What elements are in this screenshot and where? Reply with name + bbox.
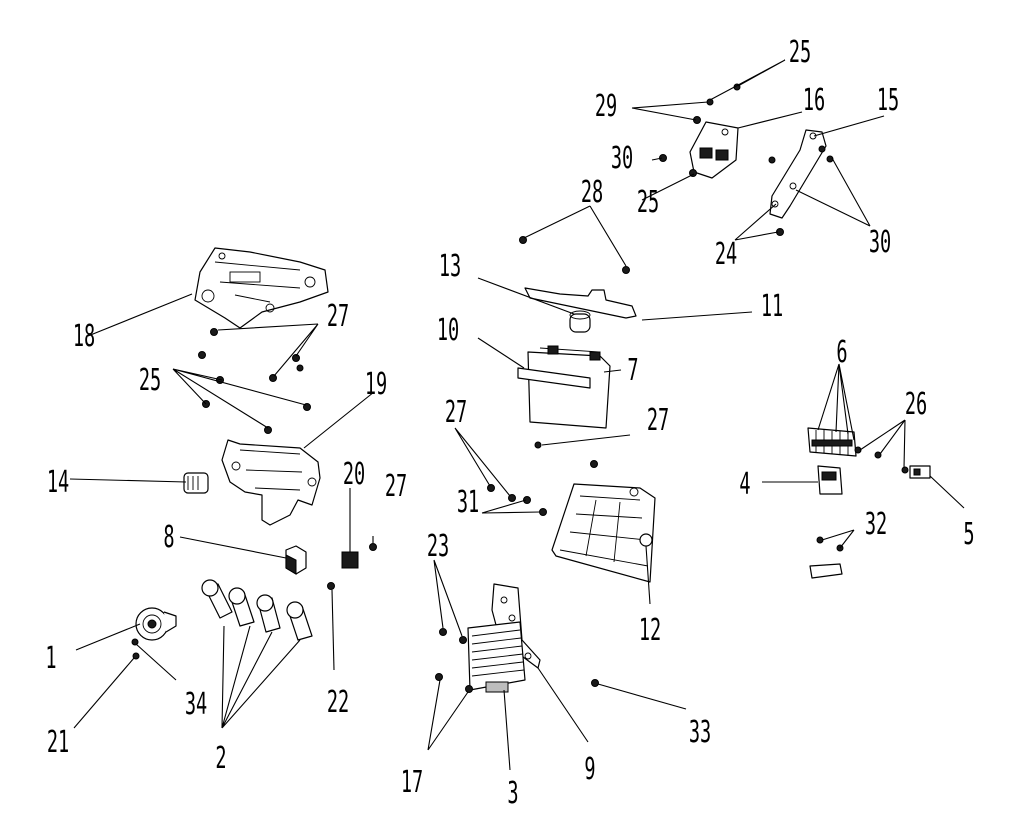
part-19-battery-tray (221, 439, 321, 526)
callout-25-middle: 25 (637, 184, 659, 219)
part-16-module (689, 121, 739, 179)
callout-10: 10 (437, 312, 459, 347)
part-26-5-bolts (854, 446, 931, 479)
callout-2: 2 (215, 740, 226, 775)
callout-24: 24 (715, 236, 737, 271)
callout-32: 32 (865, 506, 887, 541)
part-3-regulator (467, 621, 526, 693)
callout-22: 22 (327, 684, 349, 719)
callout-labels: 1 2 3 4 5 6 7 8 9 10 11 12 13 14 15 16 1… (45, 34, 974, 810)
callout-23: 23 (427, 528, 449, 563)
callout-1: 1 (45, 640, 56, 675)
callout-5: 5 (963, 516, 974, 551)
part-28-screws (519, 236, 630, 274)
callout-14: 14 (47, 464, 69, 499)
callout-8: 8 (163, 519, 174, 554)
callout-28: 28 (581, 174, 603, 209)
callout-15: 15 (877, 82, 899, 117)
part-6-fuse-block (807, 427, 857, 457)
part-11-bracket-bar (524, 287, 637, 319)
callout-33: 33 (689, 714, 711, 749)
part-1-horn (135, 607, 177, 641)
bolts-lower-middle (435, 628, 599, 693)
part-34-washer (131, 638, 139, 646)
callout-25-left: 25 (139, 362, 161, 397)
part-7-battery (527, 345, 611, 429)
callout-34: 34 (185, 686, 207, 721)
callout-20: 20 (343, 456, 365, 491)
callout-29: 29 (595, 88, 617, 123)
leader-lines (69, 59, 965, 771)
callout-30-left: 30 (611, 140, 633, 175)
callout-30-right: 30 (869, 224, 891, 259)
callout-4: 4 (739, 466, 750, 501)
part-2-ignition-coils (201, 579, 313, 641)
callout-6: 6 (836, 334, 847, 369)
callout-27-upper-left: 27 (327, 298, 349, 333)
part-12-ecu-housing (551, 483, 656, 583)
bolt-27-near-20 (369, 536, 377, 551)
part-22-nut (327, 582, 335, 590)
callout-26: 26 (905, 386, 927, 421)
part-21-nut (132, 652, 140, 660)
part-8-relay (285, 545, 307, 575)
callout-17: 17 (401, 764, 423, 799)
callout-16: 16 (803, 82, 825, 117)
callout-13: 13 (439, 248, 461, 283)
callout-27-middle: 27 (445, 394, 467, 429)
callout-27-right: 27 (647, 402, 669, 437)
callout-7: 7 (627, 352, 638, 387)
part-20-fuse (341, 551, 359, 569)
callout-12: 12 (639, 612, 661, 647)
part-18-cover-plate (194, 247, 329, 329)
callout-21: 21 (47, 724, 69, 759)
part-10-battery-strap (517, 367, 591, 389)
part-4-relay (817, 465, 843, 495)
callout-25-top: 25 (789, 34, 811, 69)
callout-9: 9 (584, 751, 595, 786)
part-15-bracket (768, 129, 834, 219)
part-13-damper (569, 310, 591, 333)
part-14-connector (183, 472, 209, 494)
callout-31: 31 (457, 484, 479, 519)
part-32-bracket (809, 536, 844, 579)
callout-19: 19 (365, 366, 387, 401)
callout-18: 18 (73, 318, 95, 353)
callout-27-lower-left: 27 (385, 468, 407, 503)
callout-3: 3 (507, 775, 518, 810)
callout-11: 11 (761, 288, 783, 323)
